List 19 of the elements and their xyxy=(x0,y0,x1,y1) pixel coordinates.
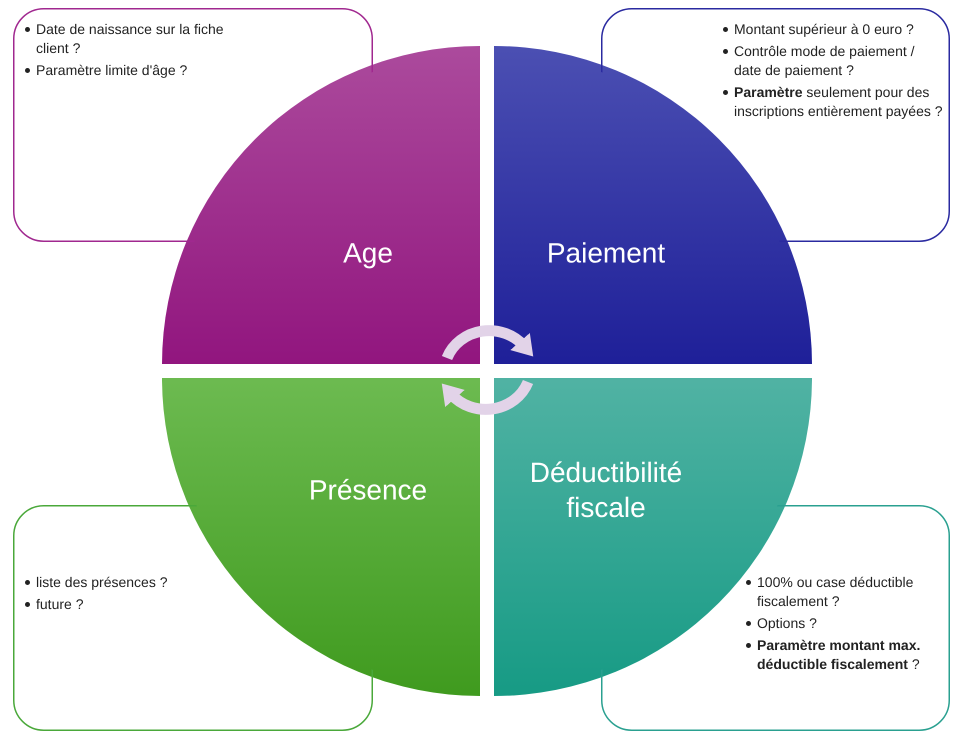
bullet-item: liste des présences ? xyxy=(24,573,224,592)
bullet-item: Contrôle mode de paiement / date de paiement ? xyxy=(722,42,944,80)
segment-label: Déductibilité fiscale xyxy=(528,456,684,525)
segment-label: Présence xyxy=(308,474,428,508)
segment-label: Age xyxy=(342,236,394,270)
bullet-item: Paramètre limite d'âge ? xyxy=(24,60,259,80)
quarter-circle-segment xyxy=(162,378,480,696)
bullet-item: Paramètre seulement pour des inscriptions entièrement payées ? xyxy=(722,82,944,120)
bullet-item: Montant supérieur à 0 euro ? xyxy=(722,20,944,39)
note-box xyxy=(13,8,373,242)
curved-arrow xyxy=(441,380,533,415)
note-box xyxy=(13,505,373,731)
bullet-item: Date de naissance sur la fiche client ? xyxy=(24,20,259,58)
bullet-item: Paramètre montant max. déductible fiscalement ? xyxy=(745,636,945,674)
bullet-item: future ? xyxy=(24,594,224,614)
bullet-item: Options ? xyxy=(745,614,945,633)
segment-label: Paiement xyxy=(546,236,666,270)
note-box xyxy=(601,8,950,242)
bullet-item: 100% ou case déductible fiscalement ? xyxy=(745,573,945,611)
